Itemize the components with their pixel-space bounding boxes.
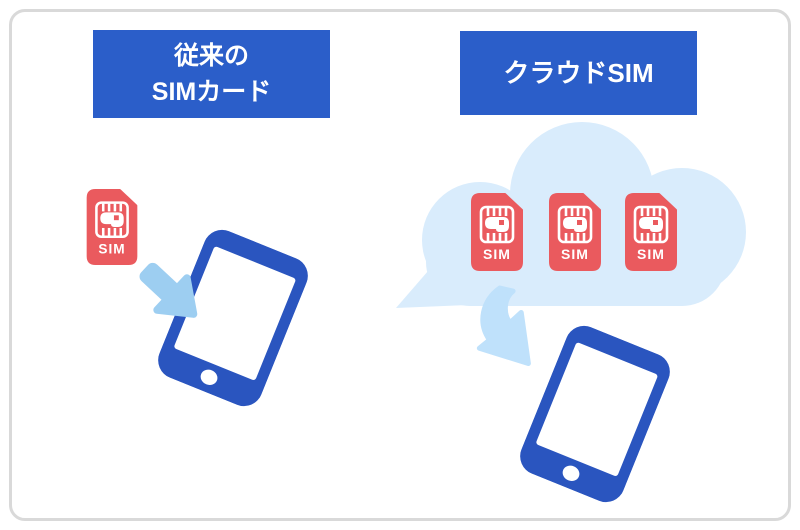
sim-chip-icon [479,205,515,244]
cloud-download-arrow-icon [476,285,531,367]
smartphone-icon [152,224,313,412]
sim-card-icon: SIM [86,189,138,265]
cloud-sim-header: クラウドSIM [460,31,697,115]
sim-card-label: SIM [561,246,589,262]
cloud-sim-title: クラウドSIM [503,58,654,88]
phone-screen [174,246,296,380]
sim-card-icon: SIM [625,193,677,271]
traditional-sim-title-line1: 従来の [173,42,249,70]
sim-card-icon: SIM [549,193,601,271]
smartphone-icon [514,320,675,508]
traditional-sim-title-line2: SIMカード [151,78,272,106]
sim-chip-icon [95,201,129,239]
sim-card-label: SIM [483,246,511,262]
traditional-sim-header: 従来の SIMカード [93,30,330,118]
sim-card-label: SIM [637,246,665,262]
phone-home-button [562,465,580,481]
phone-home-button [200,369,218,385]
cloud-tail [396,248,492,308]
sim-chip-icon [557,205,593,244]
sim-card-icon: SIM [471,193,523,271]
insert-arrow-icon [139,262,198,318]
phone-screen [536,342,658,476]
sim-card-label: SIM [98,241,125,256]
sim-chip-icon [633,205,669,244]
